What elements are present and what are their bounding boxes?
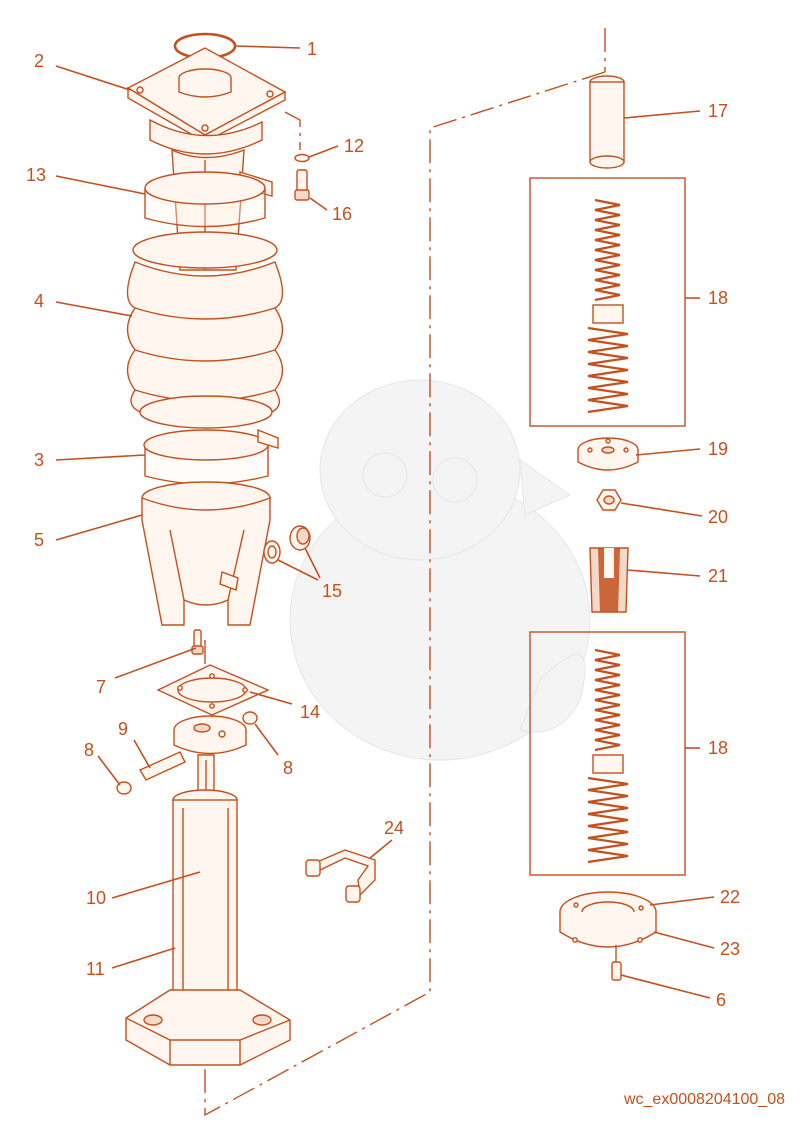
callout-8-left: 8 [84, 740, 94, 760]
callout-6: 6 [716, 990, 726, 1010]
callout-8-right: 8 [283, 758, 293, 778]
callout-9: 9 [118, 719, 128, 739]
part-9-pin [138, 751, 186, 781]
part-8-cap-left [116, 781, 132, 795]
callout-10: 10 [86, 888, 106, 908]
part-15-bushings [263, 525, 311, 564]
part-8-cap-right [242, 711, 258, 725]
part-6-screw [611, 945, 622, 981]
part-14-gasket [156, 664, 270, 716]
watermark-mascot [289, 379, 591, 761]
leader-lines [55, 45, 715, 999]
callout-12: 12 [344, 136, 364, 156]
callout-7: 7 [96, 677, 106, 697]
part-18-spring-assembly-lower [529, 631, 686, 876]
part-16-bolt [294, 169, 310, 201]
callout-labels: 1 2 12 13 16 4 3 5 15 7 14 9 8 8 10 11 2… [26, 39, 740, 1010]
callout-15: 15 [322, 581, 342, 601]
callout-18-lower: 18 [708, 738, 728, 758]
upper-spring-coils [587, 198, 629, 414]
part-7-screw [191, 629, 204, 655]
part-17-sleeve [589, 75, 625, 169]
callout-5: 5 [34, 530, 44, 550]
callout-11: 11 [86, 959, 105, 979]
part-3-ring-band [143, 428, 279, 485]
callout-23: 23 [720, 939, 740, 959]
callout-20: 20 [708, 507, 728, 527]
part-2-top-plate [126, 47, 287, 143]
part-18-spring-assembly-upper [529, 177, 686, 427]
callout-1: 1 [307, 39, 317, 59]
callout-18-upper: 18 [708, 288, 728, 308]
callout-14: 14 [300, 702, 320, 722]
part-5-lower-housing [141, 481, 271, 626]
part-21-bushing [589, 547, 629, 613]
callout-4: 4 [34, 291, 44, 311]
callout-16: 16 [332, 204, 352, 224]
callout-22: 22 [720, 887, 740, 907]
part-20-nut [596, 489, 622, 511]
callout-13: 13 [26, 165, 46, 185]
part-24-u-bracket [305, 849, 376, 903]
callout-17: 17 [708, 101, 728, 121]
callout-24: 24 [384, 818, 404, 838]
part-13-ring-band [144, 171, 266, 228]
part-11-base-frame [125, 789, 291, 1066]
callout-3: 3 [34, 450, 44, 470]
callout-21: 21 [708, 566, 728, 586]
part-12-washer [294, 153, 310, 163]
part-4-bellows [126, 231, 284, 429]
part-19-disc [577, 437, 639, 471]
lower-spring-coils [587, 648, 629, 864]
figure-code: wc_ex0008204100_08 [623, 1091, 785, 1108]
callout-19: 19 [708, 439, 728, 459]
part-22-23-base-ring [559, 891, 657, 948]
callout-2: 2 [34, 51, 44, 71]
